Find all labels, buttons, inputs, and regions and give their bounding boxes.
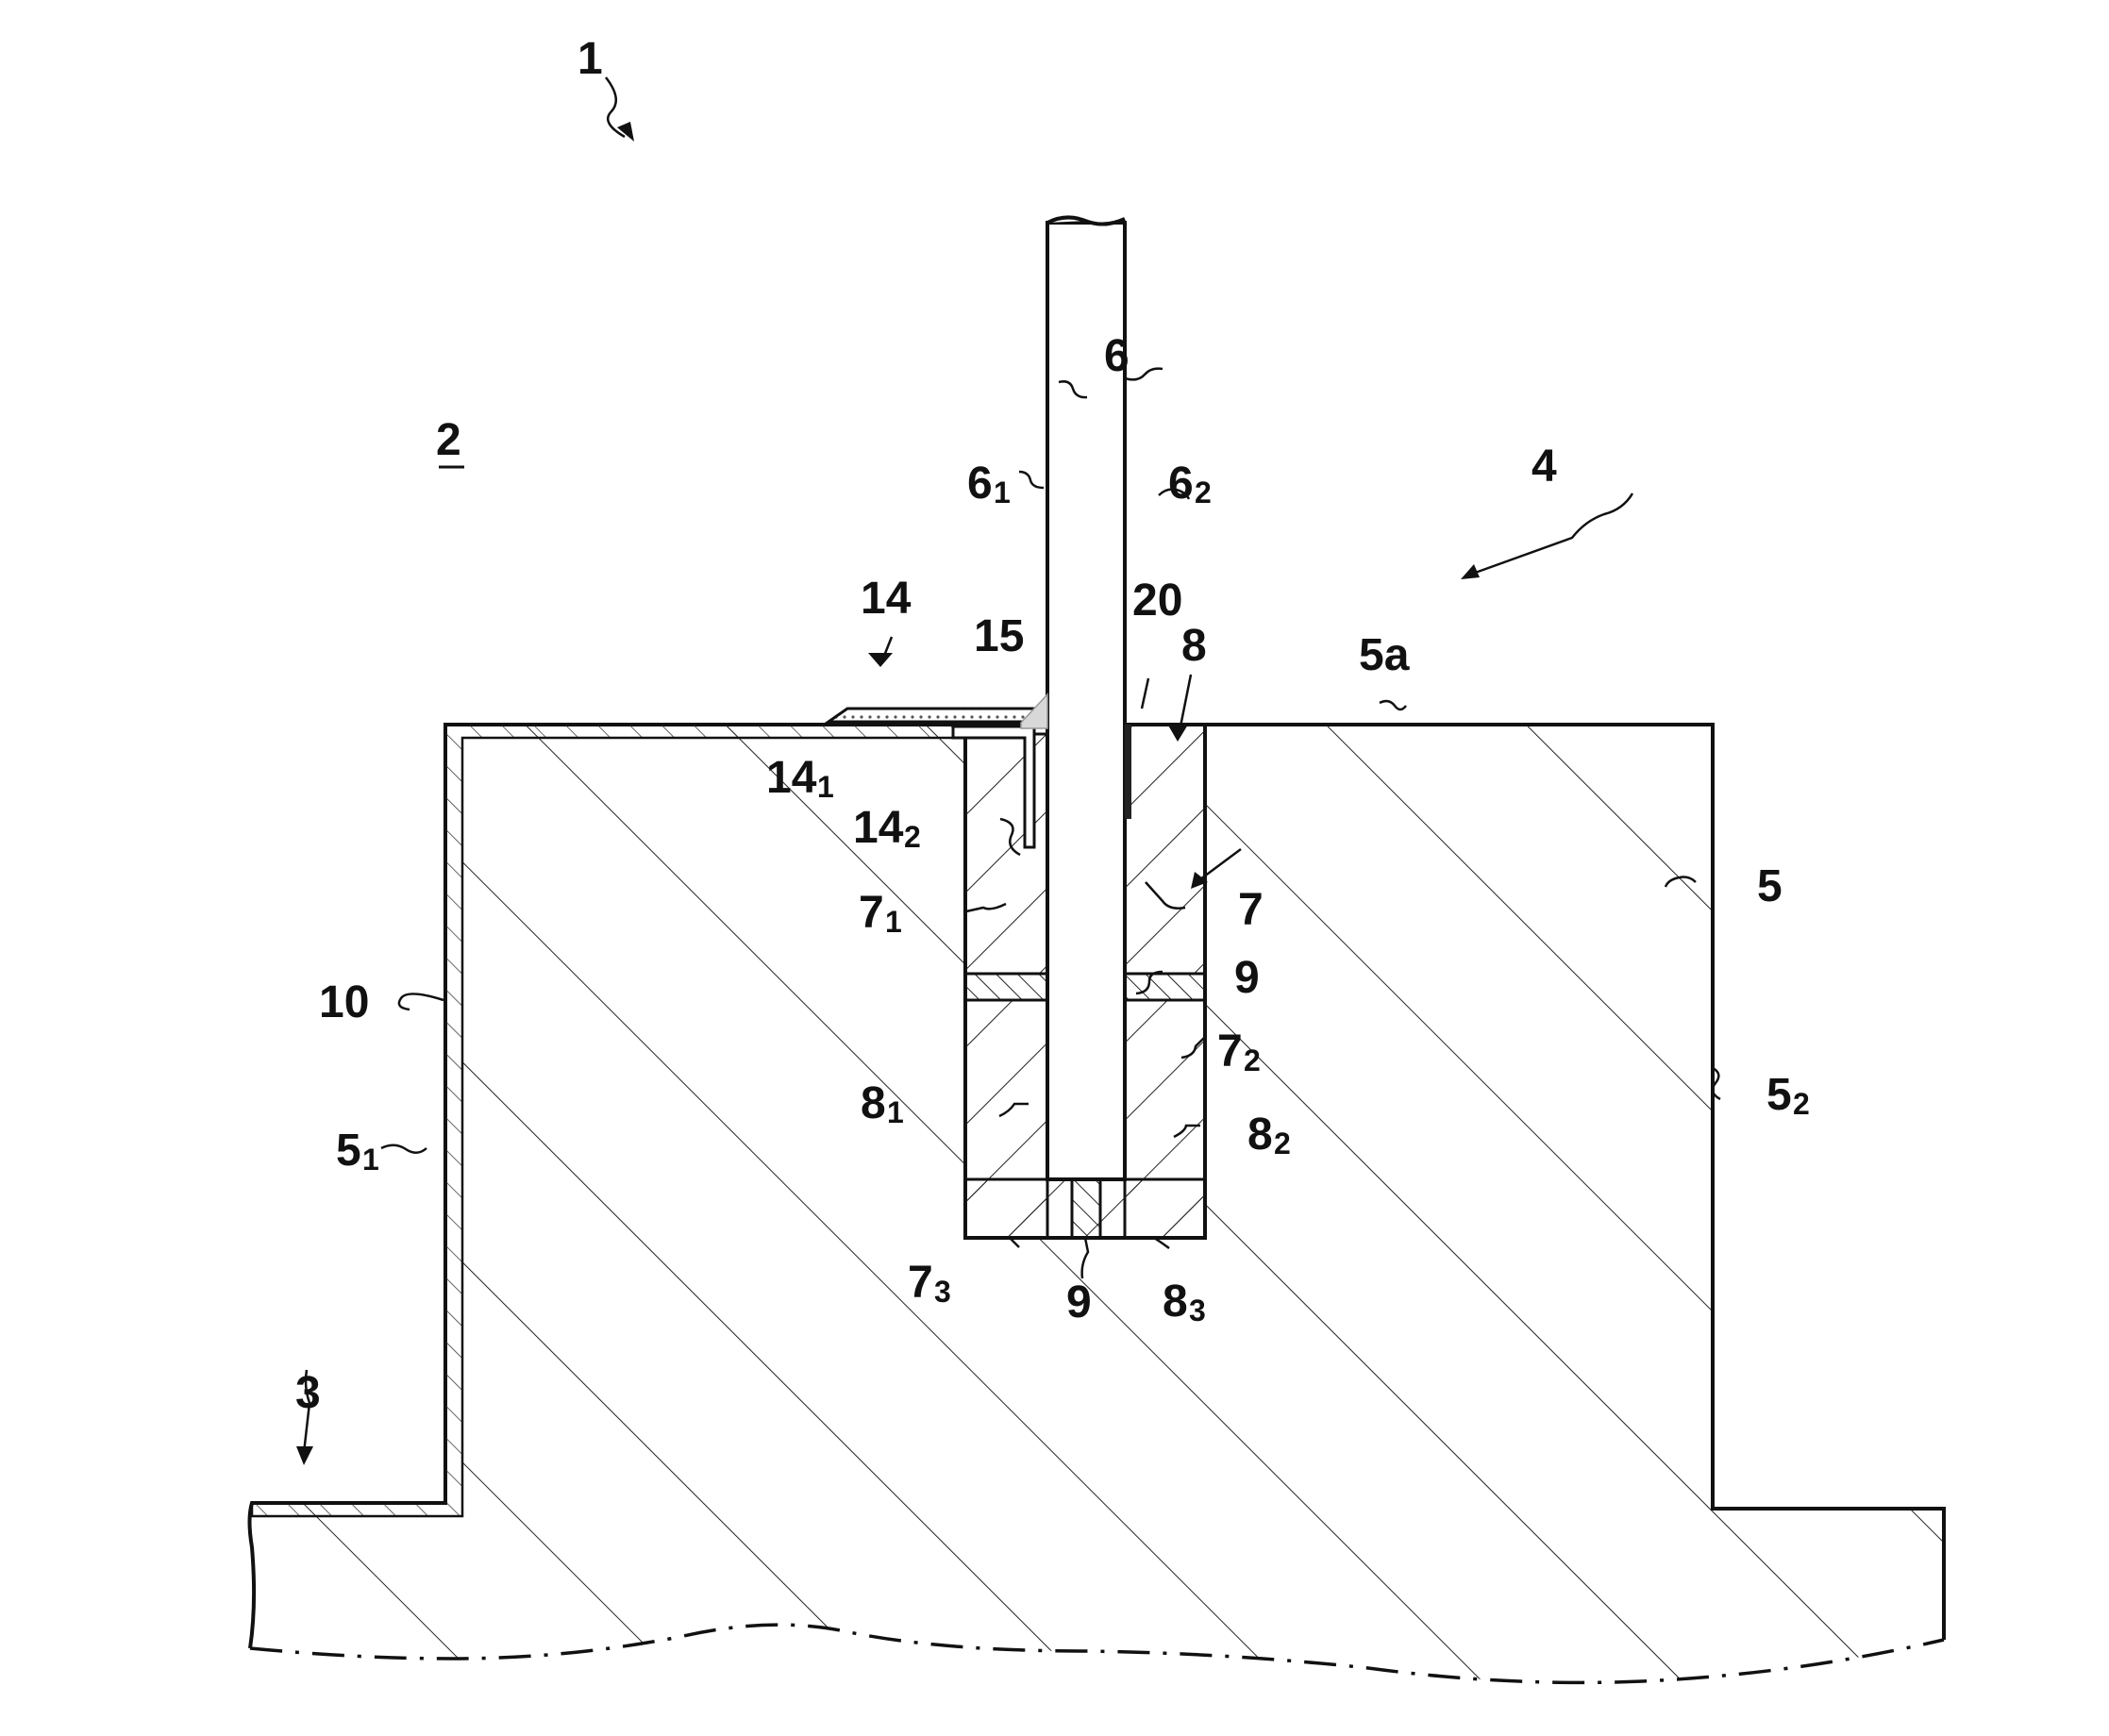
label-3: 3 — [295, 1368, 321, 1418]
svg-text:2: 2 — [904, 820, 921, 854]
svg-text:14: 14 — [853, 803, 904, 853]
svg-text:2: 2 — [1195, 476, 1212, 509]
svg-text:5: 5 — [1766, 1070, 1792, 1120]
label-5-1: 5 1 — [336, 1126, 379, 1177]
element-9-middle-right — [1125, 974, 1205, 1000]
label-1: 1 — [577, 34, 603, 84]
label-5a: 5a — [1359, 630, 1410, 680]
svg-text:1: 1 — [887, 1095, 904, 1129]
label-14: 14 — [861, 574, 912, 624]
element-20 — [1125, 725, 1131, 819]
svg-text:1: 1 — [817, 770, 834, 804]
label-6-1: 6 1 — [967, 459, 1011, 509]
svg-text:2: 2 — [1793, 1087, 1810, 1121]
label-4: 4 — [1532, 442, 1557, 492]
label-20: 20 — [1132, 576, 1182, 626]
element-9-bottom — [1072, 1179, 1100, 1238]
svg-text:2: 2 — [1244, 1043, 1261, 1077]
label-7: 7 — [1238, 885, 1264, 935]
svg-text:6: 6 — [1168, 459, 1194, 509]
svg-text:7: 7 — [908, 1258, 933, 1308]
element-14 — [829, 709, 1046, 722]
label-2: 2 — [436, 415, 461, 465]
label-6: 6 — [1104, 331, 1130, 381]
svg-text:7: 7 — [859, 888, 884, 938]
label-6-2: 6 2 — [1168, 459, 1212, 509]
svg-text:3: 3 — [1189, 1294, 1206, 1327]
svg-text:5: 5 — [336, 1126, 361, 1176]
label-9-bottom: 9 — [1066, 1277, 1092, 1327]
label-9-middle: 9 — [1234, 953, 1260, 1003]
svg-text:1: 1 — [362, 1143, 379, 1177]
svg-text:14: 14 — [766, 753, 817, 803]
insert-8-upper-right — [1125, 725, 1205, 974]
svg-text:1: 1 — [885, 905, 902, 939]
label-8: 8 — [1181, 621, 1207, 671]
svg-text:7: 7 — [1217, 1027, 1243, 1077]
label-15: 15 — [974, 611, 1024, 661]
label-5: 5 — [1757, 861, 1783, 911]
svg-text:8: 8 — [1247, 1110, 1273, 1160]
element-9-middle-left — [965, 974, 1047, 1000]
label-5-2: 5 2 — [1766, 1070, 1810, 1121]
svg-text:8: 8 — [861, 1078, 886, 1128]
arrow-14-stem — [880, 637, 892, 665]
svg-text:6: 6 — [967, 459, 993, 509]
label-10: 10 — [319, 977, 369, 1027]
svg-text:8: 8 — [1163, 1277, 1188, 1327]
svg-text:2: 2 — [1274, 1127, 1291, 1160]
svg-text:3: 3 — [934, 1275, 951, 1309]
svg-text:1: 1 — [994, 476, 1011, 509]
